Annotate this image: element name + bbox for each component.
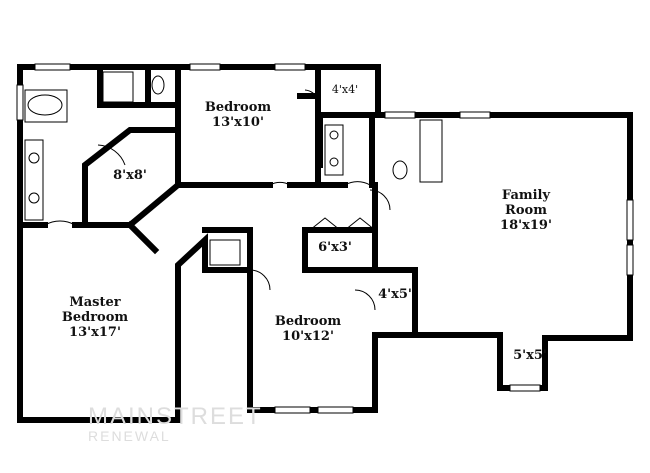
closet-label: 4'x4' (331, 83, 359, 96)
room-name: Bedroom (274, 314, 342, 329)
watermark-renewal: RENEWAL (88, 428, 171, 444)
room-size: 13'x17' (69, 325, 121, 340)
room-name: Bedroom (204, 100, 272, 115)
closet-label: 5'x5' (513, 348, 547, 363)
room-size: 10'x12' (282, 329, 334, 344)
closet-label: 6'x3' (318, 240, 352, 255)
room-name: Family Room (501, 188, 551, 218)
closet-label: 8'x8' (113, 168, 147, 183)
closet-label: 4'x5' (378, 287, 412, 302)
room-size: 18'x19' (500, 218, 552, 233)
room-size: 13'x10' (212, 115, 264, 130)
room-name: Master Bedroom (61, 295, 129, 325)
watermark-mainstreet: MAINSTREET (88, 403, 263, 430)
